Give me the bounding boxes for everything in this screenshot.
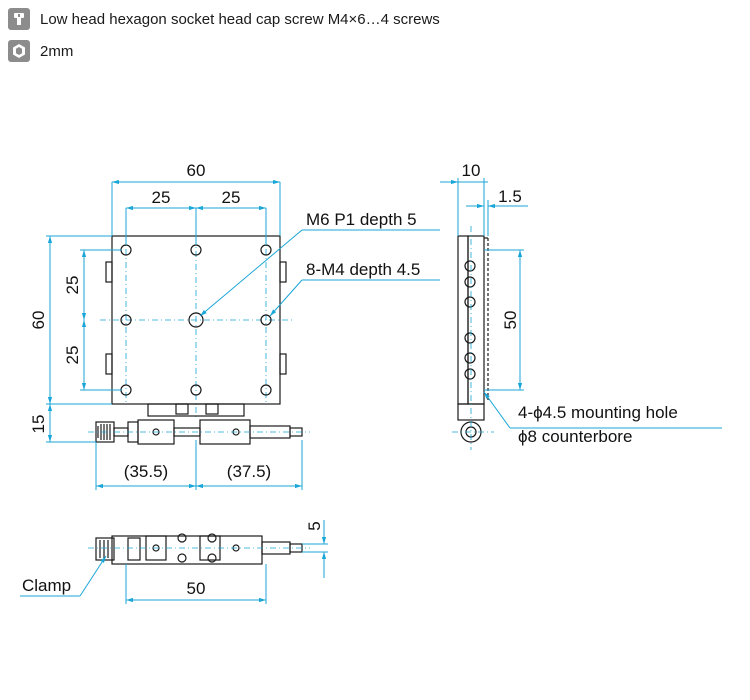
top-dimensions: 60 25 25	[111, 161, 281, 245]
dim-top-left: 25	[152, 188, 171, 207]
dim-left-height: 60	[29, 311, 48, 330]
side-dimensions: 10 1.5 50	[440, 161, 528, 391]
clamp-callout: Clamp	[20, 555, 107, 597]
callout-mount-hole: 4-ϕ4.5 mounting hole	[518, 403, 678, 422]
callout-counterbore: ϕ8 counterbore	[518, 427, 632, 446]
dim-side-offset: 1.5	[498, 187, 522, 206]
dim-top-right: 25	[222, 188, 241, 207]
left-dimensions: 60 25 25 15	[29, 235, 122, 443]
legend-hexkey-row: 2mm	[8, 40, 73, 62]
side-view	[452, 226, 494, 450]
front-dimensions: 5 50	[125, 520, 328, 604]
bottom-dimensions: (35.5) (37.5)	[95, 440, 303, 490]
dim-top-width: 60	[187, 161, 206, 180]
mount-hole-callout: 4-ϕ4.5 mounting hole ϕ8 counterbore	[483, 391, 722, 446]
dim-side-height: 50	[501, 311, 520, 330]
dim-front-width: 50	[187, 579, 206, 598]
dim-left-lower: 25	[63, 346, 82, 365]
dim-bottom-left: (35.5)	[124, 462, 168, 481]
legend-screw-text: Low head hexagon socket head cap screw M…	[40, 10, 440, 28]
legend-hexkey-text: 2mm	[40, 42, 74, 60]
legend-screw-row: Low head hexagon socket head cap screw M…	[8, 8, 440, 30]
front-view	[88, 533, 310, 565]
callout-center-tap: M6 P1 depth 5	[306, 210, 417, 229]
m6-center-hole	[188, 312, 204, 328]
socket-screw-icon	[8, 8, 30, 30]
top-view	[88, 225, 310, 445]
dim-left-upper: 25	[63, 276, 82, 295]
hex-key-icon	[8, 40, 30, 62]
dim-left-bottom: 15	[29, 415, 48, 434]
top-callouts: M6 P1 depth 5 8-M4 depth 4.5	[199, 210, 440, 317]
dim-side-width: 10	[462, 161, 481, 180]
dim-bottom-right: (37.5)	[227, 462, 271, 481]
dim-front-right: 5	[305, 521, 324, 530]
callout-clamp: Clamp	[22, 576, 71, 595]
callout-corner-taps: 8-M4 depth 4.5	[306, 260, 420, 279]
